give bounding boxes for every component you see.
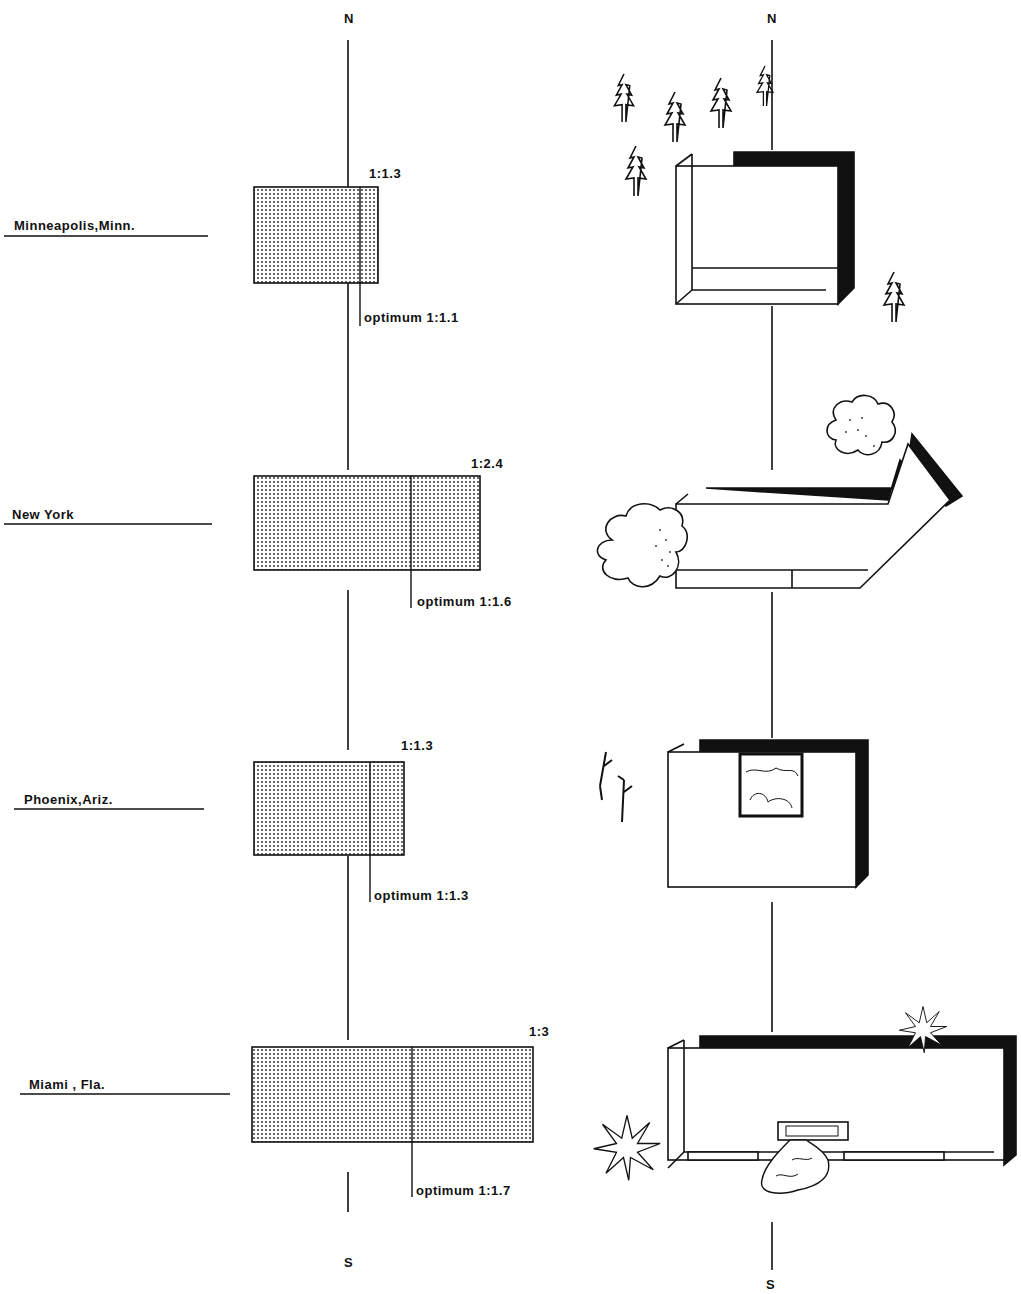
optimum-ratio-label: optimum 1:1.1 bbox=[363, 310, 460, 325]
compass-label: N bbox=[343, 11, 355, 26]
optimum-ratio-label: optimum 1:1.7 bbox=[415, 1183, 512, 1198]
city-name: Phoenix,Ariz. bbox=[23, 792, 114, 807]
city-name: New York bbox=[11, 507, 75, 522]
compass-label: N bbox=[766, 11, 778, 26]
ratio-label: 1:1.3 bbox=[400, 738, 434, 753]
phoenix-building bbox=[600, 740, 868, 887]
trees bbox=[614, 66, 904, 322]
city-name: Miami , Fla. bbox=[28, 1077, 106, 1092]
ratio-label: 1:2.4 bbox=[470, 456, 504, 471]
underlines bbox=[4, 236, 230, 1094]
minneapolis-building bbox=[676, 152, 854, 304]
city-name: Minneapolis,Minn. bbox=[13, 218, 136, 233]
compass-label: S bbox=[765, 1277, 776, 1292]
ratio-label: 1:1.3 bbox=[368, 166, 402, 181]
optimum-ratio-label: optimum 1:1.3 bbox=[373, 888, 470, 903]
optimum-lines bbox=[360, 187, 412, 1197]
miami-building bbox=[594, 1007, 1016, 1194]
ratio-label: 1:3 bbox=[528, 1024, 550, 1039]
bush-stipple bbox=[655, 417, 875, 567]
compass-label: S bbox=[343, 1255, 354, 1270]
plan-rectangles bbox=[252, 187, 533, 1142]
optimum-ratio-label: optimum 1:1.6 bbox=[416, 594, 513, 609]
new-york-building bbox=[597, 395, 962, 588]
